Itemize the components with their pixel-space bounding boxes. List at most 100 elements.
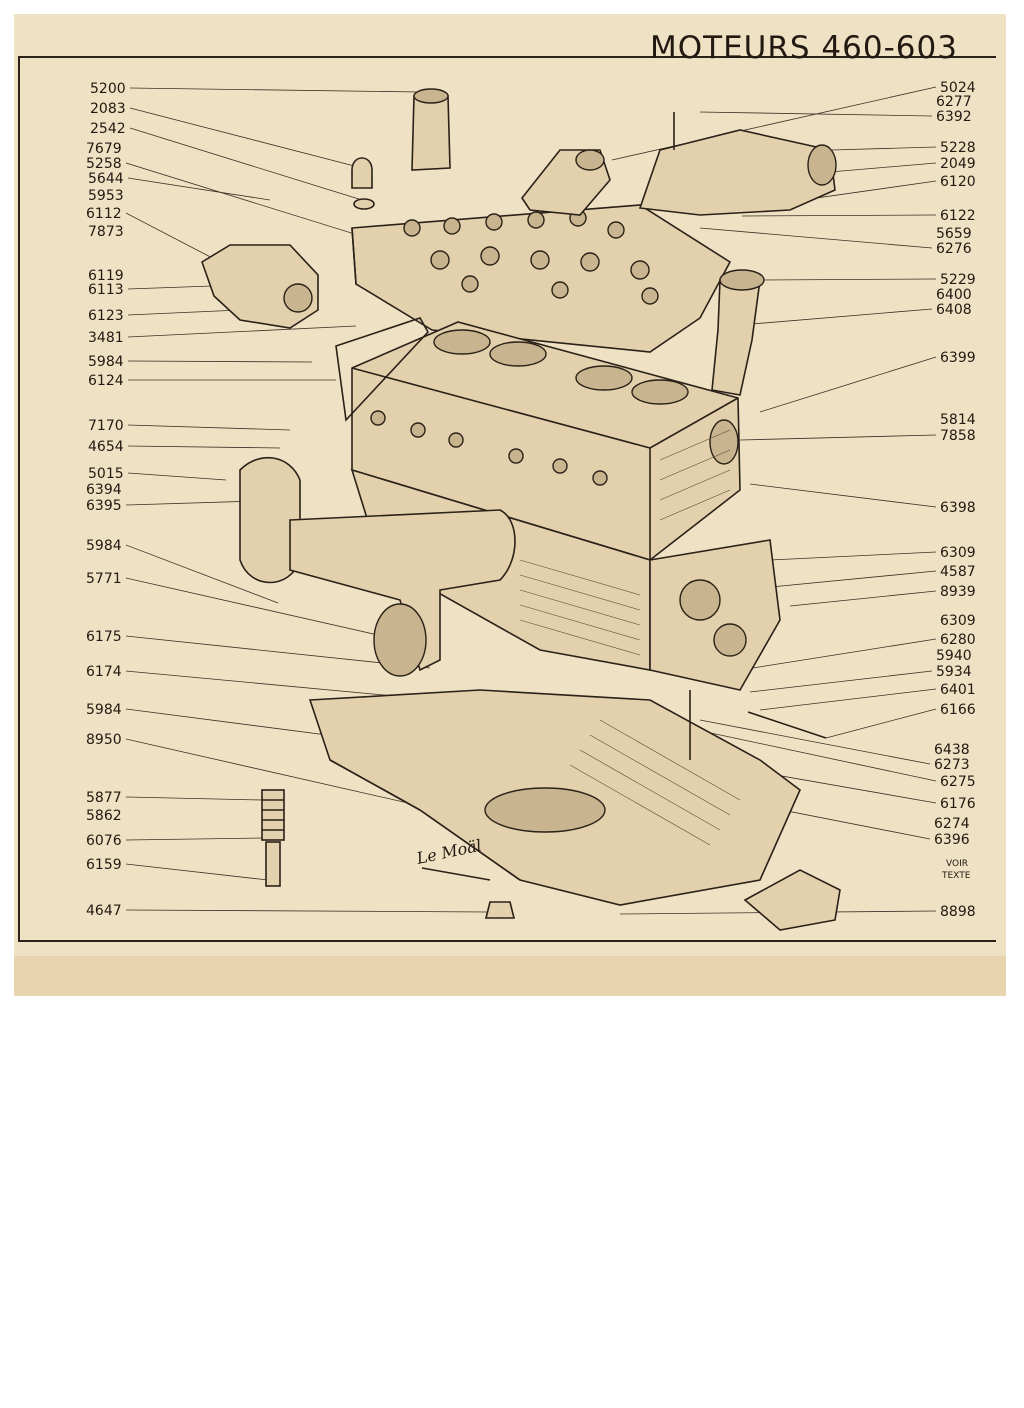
left-part-label: 5984 [86, 538, 122, 554]
left-part-label: 6159 [86, 857, 122, 873]
left-leader-line [125, 863, 269, 881]
right-part-label: 6438 [934, 742, 970, 758]
left-part-label: 7679 [86, 141, 122, 157]
right-part-label: 4587 [940, 564, 976, 580]
right-part-label: 8939 [940, 584, 976, 600]
left-leader-line [125, 738, 431, 809]
right-part-label: 6309 [940, 545, 976, 561]
right-part-label: 6276 [936, 241, 972, 257]
left-part-label: 5258 [86, 156, 122, 172]
left-leader-line [127, 445, 281, 449]
left-leader-line [127, 472, 227, 481]
left-leader-line [127, 285, 213, 290]
water-pump [201, 244, 319, 329]
left-leader-line [125, 796, 263, 801]
left-part-label: 6119 [88, 268, 124, 284]
right-part-label: 6396 [934, 832, 970, 848]
right-leader-line [749, 483, 937, 508]
right-part-label: 6120 [940, 174, 976, 190]
left-part-label: 5984 [88, 354, 124, 370]
right-part-label: 5229 [940, 272, 976, 288]
right-part-label: 5228 [940, 140, 976, 156]
right-part-label: 5814 [940, 412, 976, 428]
left-part-label: 5015 [88, 466, 124, 482]
left-part-label: 4647 [86, 903, 122, 919]
right-part-label: 6399 [940, 350, 976, 366]
left-part-label: 6112 [86, 206, 122, 222]
right-part-label: 6275 [940, 774, 976, 790]
right-part-label: 6400 [936, 287, 972, 303]
left-part-label: 8950 [86, 732, 122, 748]
right-leader-line [749, 670, 933, 693]
right-part-label: 6176 [940, 796, 976, 812]
right-part-label: 6277 [936, 94, 972, 110]
right-part-label: 6309 [940, 613, 976, 629]
left-part-label: 2542 [90, 121, 126, 137]
right-part-label: 5940 [936, 648, 972, 664]
diagram-frame [18, 56, 996, 942]
right-part-label: 5934 [936, 664, 972, 680]
right-part-label: 2049 [940, 156, 976, 172]
left-leader-line [125, 544, 279, 604]
left-part-label: 7170 [88, 418, 124, 434]
right-leader-line [699, 227, 933, 249]
right-leader-line [831, 146, 937, 151]
right-part-label: 7858 [940, 428, 976, 444]
left-leader-line [129, 107, 363, 169]
water-outlet [521, 149, 611, 216]
breather-pipe [711, 269, 765, 396]
right-part-labels: 5024627763925228204961206122565962765229… [934, 80, 976, 920]
left-part-label: 5644 [88, 171, 124, 187]
left-part-label: 6124 [88, 373, 124, 389]
thermostat-housing [638, 112, 837, 216]
left-part-label: 5200 [90, 81, 126, 97]
left-part-label: 6113 [88, 282, 124, 298]
left-part-label: 6394 [86, 482, 122, 498]
right-leader-line [751, 308, 933, 325]
right-leader-line [699, 719, 931, 765]
right-leader-line [759, 688, 937, 711]
right-part-label: 5659 [936, 226, 972, 242]
left-part-label: 6123 [88, 308, 124, 324]
engine-mount [743, 869, 841, 931]
right-part-label: 6122 [940, 208, 976, 224]
page-title: MOTEURS 460-603 [650, 30, 958, 66]
right-part-label: 6408 [936, 302, 972, 318]
right-leader-line [825, 708, 937, 739]
right-part-label: 6392 [936, 109, 972, 125]
signature-underline [421, 867, 491, 881]
filler-cap [411, 88, 451, 171]
left-leader-line [125, 837, 263, 841]
right-leader-line [699, 111, 933, 117]
voir-label: VOIR [946, 859, 968, 869]
left-part-label: 5862 [86, 808, 122, 824]
left-part-label: 5877 [86, 790, 122, 806]
left-part-label: 6076 [86, 833, 122, 849]
left-part-label: 2083 [90, 101, 126, 117]
oil-sump [308, 689, 801, 906]
right-leader-line [739, 638, 937, 671]
left-part-label: 5984 [86, 702, 122, 718]
right-part-label: 8898 [940, 904, 976, 920]
right-part-label: 6280 [940, 632, 976, 648]
left-leader-line [127, 177, 271, 201]
right-leader-line [739, 434, 937, 441]
right-leader-line [759, 278, 937, 281]
left-leader-line [129, 87, 421, 93]
right-leader-line [769, 551, 937, 561]
left-leader-line [125, 909, 491, 913]
intake-manifold [239, 456, 516, 677]
left-part-label: 5771 [86, 571, 122, 587]
right-leader-line [829, 162, 937, 173]
left-leader-line [129, 127, 363, 201]
left-leader-line [127, 360, 313, 363]
texte-label: TEXTE [941, 871, 971, 881]
left-part-labels: 5200208325427679525856445953611278736119… [86, 81, 126, 919]
left-leader-line [127, 325, 357, 338]
left-leader-line [125, 162, 391, 246]
left-part-label: 6175 [86, 629, 122, 645]
rocker-gasket [335, 317, 429, 422]
cylinder-head [351, 204, 732, 353]
engine-exploded-diagram: Le Moäl 52002083254276795258564459536112… [86, 80, 976, 931]
sheet-bottom-strip [14, 956, 1006, 996]
